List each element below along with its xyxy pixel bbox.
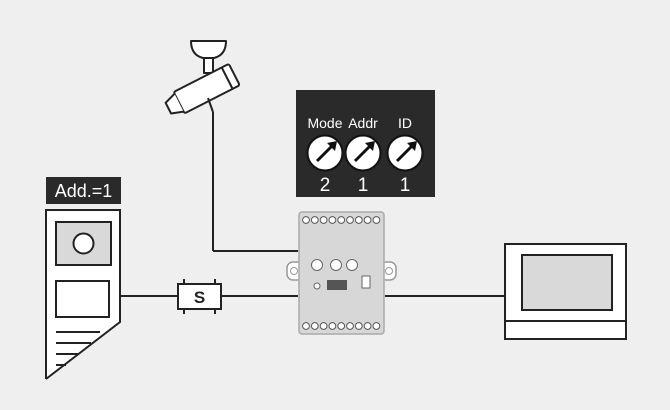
terminal-screw bbox=[354, 216, 363, 224]
rotary-arrowhead bbox=[407, 141, 417, 151]
terminal-screw bbox=[319, 216, 328, 224]
rotary-switch-mode: Mode 2 bbox=[306, 115, 344, 196]
dip-switch-panel: Mode 2 Addr 1 ID 1 bbox=[296, 90, 435, 197]
rotary-switch-name: Addr bbox=[348, 115, 378, 131]
rotary-arrowhead bbox=[365, 141, 375, 151]
monitor-icon bbox=[504, 243, 627, 340]
terminal-screw bbox=[372, 216, 381, 224]
module-jumper bbox=[361, 275, 371, 289]
wires bbox=[120, 112, 505, 297]
splitter-icon: S bbox=[177, 279, 222, 314]
terminal-screw bbox=[337, 322, 346, 330]
terminal-screw bbox=[337, 216, 346, 224]
module-dials bbox=[311, 259, 358, 271]
terminal-screw bbox=[302, 322, 310, 330]
terminal-screw bbox=[363, 322, 372, 330]
terminal-screw bbox=[346, 322, 354, 330]
rotary-switch-name: Mode bbox=[307, 115, 342, 131]
cctv-camera-icon bbox=[164, 40, 241, 115]
terminal-screw bbox=[310, 216, 319, 224]
terminal-screw bbox=[372, 322, 381, 330]
dip-switches: Mode 2 Addr 1 ID 1 bbox=[306, 115, 424, 196]
address-label: Add.=1 bbox=[55, 181, 113, 201]
module-body bbox=[298, 211, 385, 335]
terminal-screw bbox=[310, 322, 319, 330]
splitter-label: S bbox=[194, 288, 205, 307]
terminals-bottom bbox=[302, 322, 381, 330]
door-speaker-window bbox=[55, 280, 110, 318]
terminal-screw bbox=[319, 322, 328, 330]
terminal-screw bbox=[354, 322, 363, 330]
rotary-switch-addr: Addr 1 bbox=[344, 115, 382, 196]
module-dip-block bbox=[327, 280, 347, 290]
terminal-screw bbox=[328, 322, 337, 330]
rotary-switch-value: 1 bbox=[358, 175, 369, 196]
door-keypad-lines bbox=[56, 331, 100, 366]
rotary-switch-value: 1 bbox=[400, 175, 411, 196]
door-station-icon: Add.=1 bbox=[45, 177, 121, 380]
terminal-screw bbox=[346, 216, 354, 224]
rotary-switch-id: ID 1 bbox=[386, 115, 424, 196]
splitter-body bbox=[177, 283, 222, 310]
door-camera-lens bbox=[72, 232, 95, 255]
decoder-module-icon bbox=[286, 211, 397, 335]
terminal-screw bbox=[302, 216, 310, 224]
rotary-arrowhead bbox=[327, 141, 337, 151]
rotary-switch-value: 2 bbox=[320, 175, 331, 196]
rotary-switch-name: ID bbox=[398, 115, 412, 131]
terminal-screw bbox=[363, 216, 372, 224]
terminals-top bbox=[302, 216, 381, 224]
monitor-screen bbox=[521, 254, 613, 311]
module-led bbox=[313, 282, 321, 290]
terminal-screw bbox=[328, 216, 337, 224]
address-badge bbox=[46, 177, 121, 204]
